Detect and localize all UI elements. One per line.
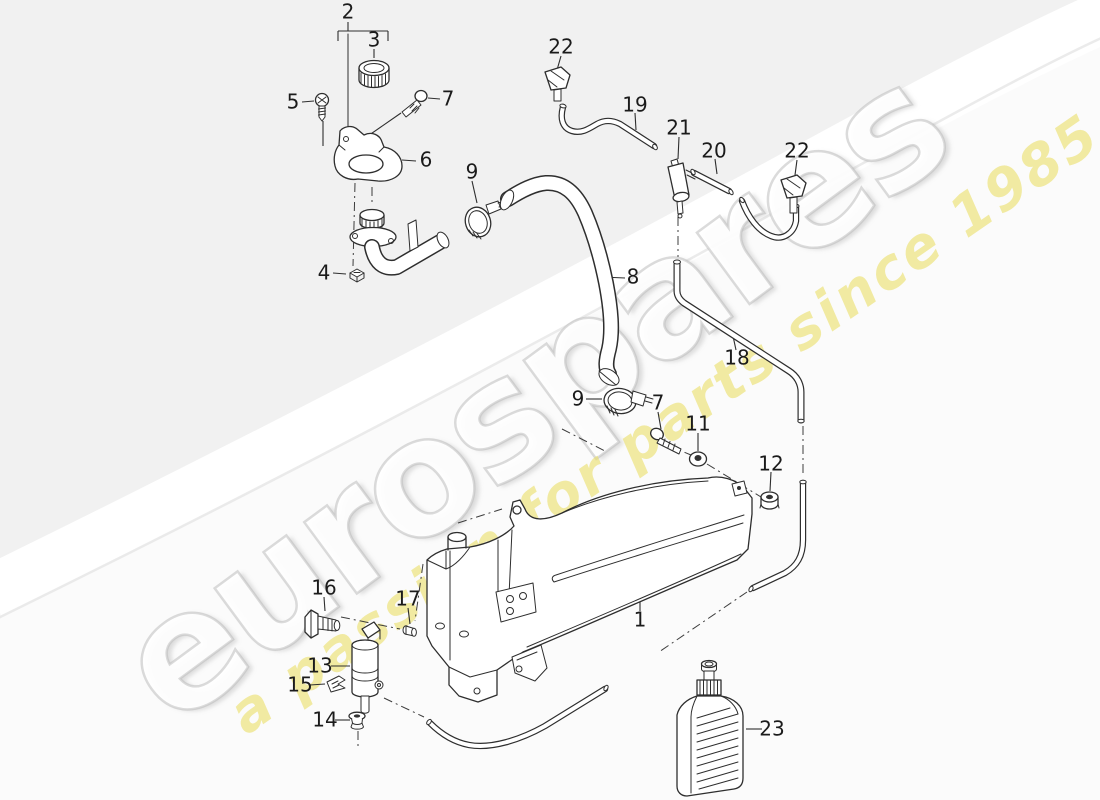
- part-6-bracket: [333, 125, 403, 182]
- part-4-clip: [349, 268, 365, 283]
- part-14-grommet: [348, 711, 366, 730]
- part-22-nozzle-right: [780, 174, 807, 214]
- part-13-pump: [351, 621, 384, 714]
- part-9-clamp-upper: [464, 200, 507, 240]
- part-5-screw: [314, 92, 330, 122]
- part-7-screw-upper: [401, 89, 428, 118]
- filler-neck-assembly: [349, 208, 450, 276]
- part-12-grommet: [759, 491, 780, 510]
- part-21-connector: [667, 158, 696, 219]
- part-16-valve: [304, 609, 341, 639]
- part-3-cap: [358, 59, 390, 89]
- bottom-hose: [426, 684, 609, 750]
- part-9-clamp-lower: [603, 387, 654, 417]
- part-7-screw-lower: [650, 427, 682, 455]
- part-15-clip: [326, 675, 346, 693]
- construction-lines: [340, 33, 804, 748]
- part-11-washer: [688, 451, 708, 467]
- part-18-hose: [673, 259, 807, 593]
- bottle-label-hatch: [696, 707, 739, 790]
- part-1-reservoir: [426, 476, 753, 703]
- part-8-filler-hose: [499, 175, 620, 386]
- part-19-hose: [558, 103, 658, 151]
- part-23-fluid-bottle: [676, 659, 744, 797]
- part-17-plug: [402, 625, 417, 637]
- part-20-hose: [690, 168, 800, 241]
- part-22-nozzle-left: [544, 66, 571, 102]
